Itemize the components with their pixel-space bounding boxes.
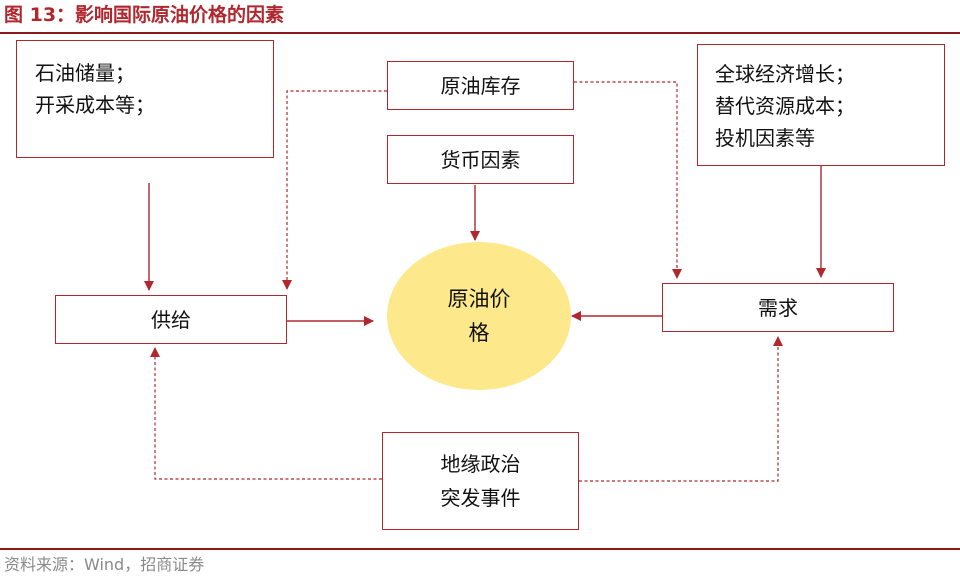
arrow-inventory-to-demand: [574, 81, 682, 279]
arrow-geopolitics-to-supply: [150, 347, 382, 480]
title-divider: [0, 32, 960, 34]
oil-price-label-line-2: 格: [468, 321, 490, 345]
supply-factor-extraction-cost: 开采成本等；: [35, 93, 155, 117]
demand-factor-substitute-cost: 替代资源成本；: [715, 94, 855, 118]
geopolitics-label-line-1: 地缘政治: [440, 452, 521, 476]
figure-title: 图 13：影响国际原油价格的因素: [4, 4, 285, 26]
demand-factor-speculation: 投机因素等: [715, 126, 815, 150]
crude-inventory-box: 原油库存: [387, 61, 574, 110]
demand-factors-box: 全球经济增长； 替代资源成本； 投机因素等: [697, 44, 945, 166]
demand-label: 需求: [758, 295, 798, 320]
demand-factor-economic-growth: 全球经济增长；: [715, 62, 855, 86]
supply-label: 供给: [151, 307, 191, 332]
supply-box: 供给: [55, 295, 287, 344]
currency-factors-box: 货币因素: [387, 135, 574, 184]
source-divider: [0, 548, 960, 550]
geopolitics-label-line-2: 突发事件: [440, 486, 521, 510]
crude-inventory-label: 原油库存: [440, 73, 521, 98]
geopolitics-box: 地缘政治 突发事件: [382, 432, 579, 530]
arrow-inventory-to-supply: [282, 90, 387, 290]
demand-box: 需求: [662, 283, 894, 332]
arrow-geopolitics-to-demand: [579, 336, 783, 482]
supply-factor-reserves: 石油储量；: [35, 61, 135, 85]
oil-price-label-line-1: 原油价: [447, 287, 511, 311]
oil-price-node: 原油价 格: [387, 242, 571, 390]
supply-factors-box: 石油储量； 开采成本等；: [16, 40, 274, 158]
source-note: 资料来源：Wind，招商证券: [4, 555, 205, 574]
currency-factors-label: 货币因素: [440, 147, 521, 172]
